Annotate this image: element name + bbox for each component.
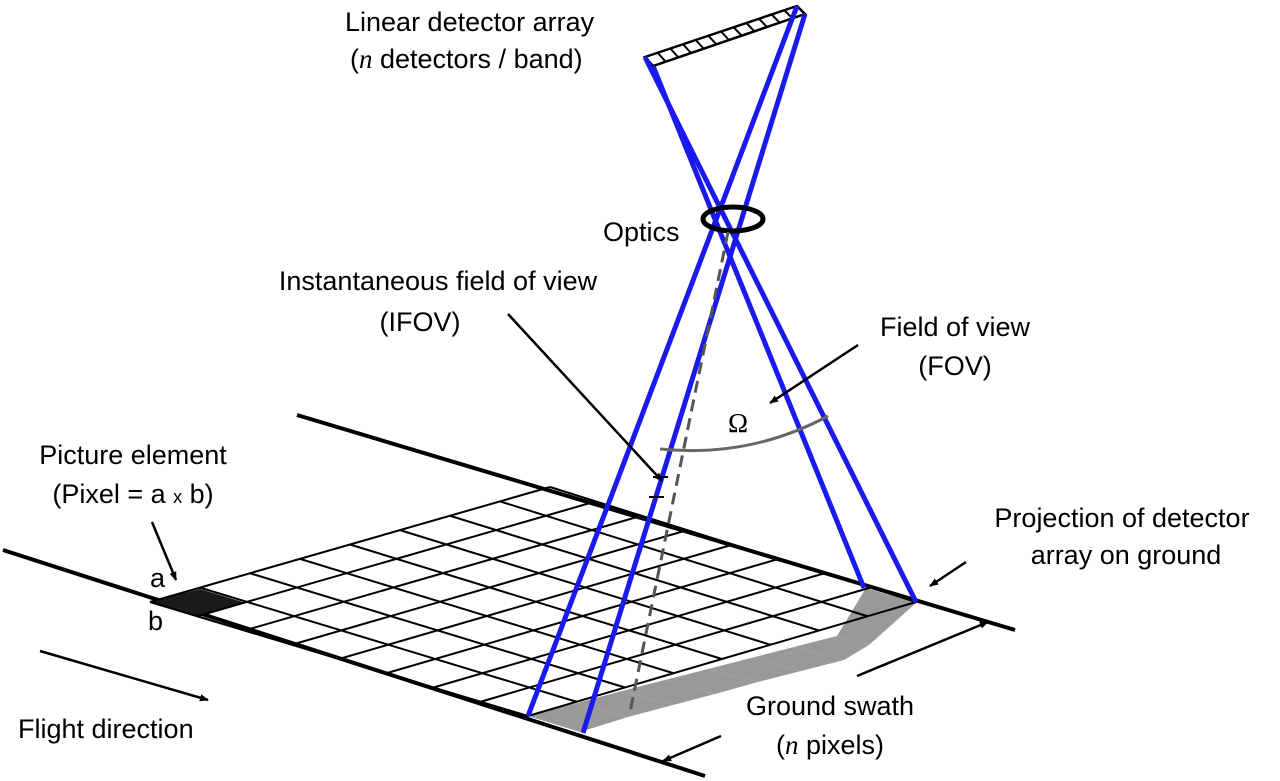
pixel-label: Picture element <box>39 440 227 470</box>
detector-cell-divider <box>707 35 718 46</box>
fov-angle-arc <box>659 414 829 453</box>
detector-cell-divider <box>732 26 743 37</box>
swath-arrow-upper <box>856 620 989 678</box>
grid-line <box>480 586 871 703</box>
projection-label: Projection of detector <box>994 503 1249 533</box>
fov-label: Field of view <box>880 312 1031 342</box>
ifov-abbrev: (IFOV) <box>380 307 461 337</box>
detector-cell-divider <box>669 47 680 59</box>
detector-cell-divider <box>682 43 692 54</box>
nadir-dashed-line <box>628 231 730 713</box>
swath-arrow-lower <box>662 734 722 763</box>
omega-symbol: Ω <box>728 408 748 438</box>
fov-arrow <box>769 343 859 405</box>
ground-swath-count: (n pixels) <box>776 730 884 760</box>
detector-array-title: Linear detector array <box>345 7 595 37</box>
grid-line <box>549 486 917 603</box>
picture-element-pixel <box>150 589 246 617</box>
flight-direction-arrow <box>39 649 209 702</box>
optics-lens <box>700 204 766 234</box>
detector-cell-divider <box>745 22 756 33</box>
grid-line <box>399 529 771 646</box>
pixel-side-b: b <box>148 606 163 636</box>
ifov-arrow <box>507 313 663 482</box>
projection-arrow <box>929 560 967 588</box>
fov-abbrev: (FOV) <box>918 351 992 381</box>
linear-detector-array <box>642 4 808 68</box>
grid-line <box>433 572 825 689</box>
detector-cell-divider <box>656 52 667 63</box>
field-of-view-rays <box>525 5 919 734</box>
detector-cell-divider <box>758 18 768 28</box>
grid-line <box>349 543 723 660</box>
detector-cell-divider <box>720 30 730 41</box>
detector-projection-row <box>528 588 916 732</box>
ground-swath-label: Ground swath <box>746 691 914 721</box>
ground-pixel-grid <box>149 486 917 717</box>
pixel-side-a: a <box>150 563 166 593</box>
detector-cell-divider <box>694 39 705 50</box>
ground-edge-far <box>296 413 1016 632</box>
pixel-formula: (Pixel = a x b) <box>52 479 213 509</box>
grid-line <box>499 500 868 618</box>
flight-direction-label: Flight direction <box>18 714 194 744</box>
detector-array-subtitle: (n detectors / band) <box>350 44 583 74</box>
detector-cell-divider <box>770 13 781 24</box>
ifov-label: Instantaneous field of view <box>279 266 598 296</box>
optics-label: Optics <box>603 217 680 247</box>
grid-line <box>385 557 780 675</box>
pixel-arrow <box>150 521 178 581</box>
projection-label-2: array on ground <box>1031 540 1222 570</box>
